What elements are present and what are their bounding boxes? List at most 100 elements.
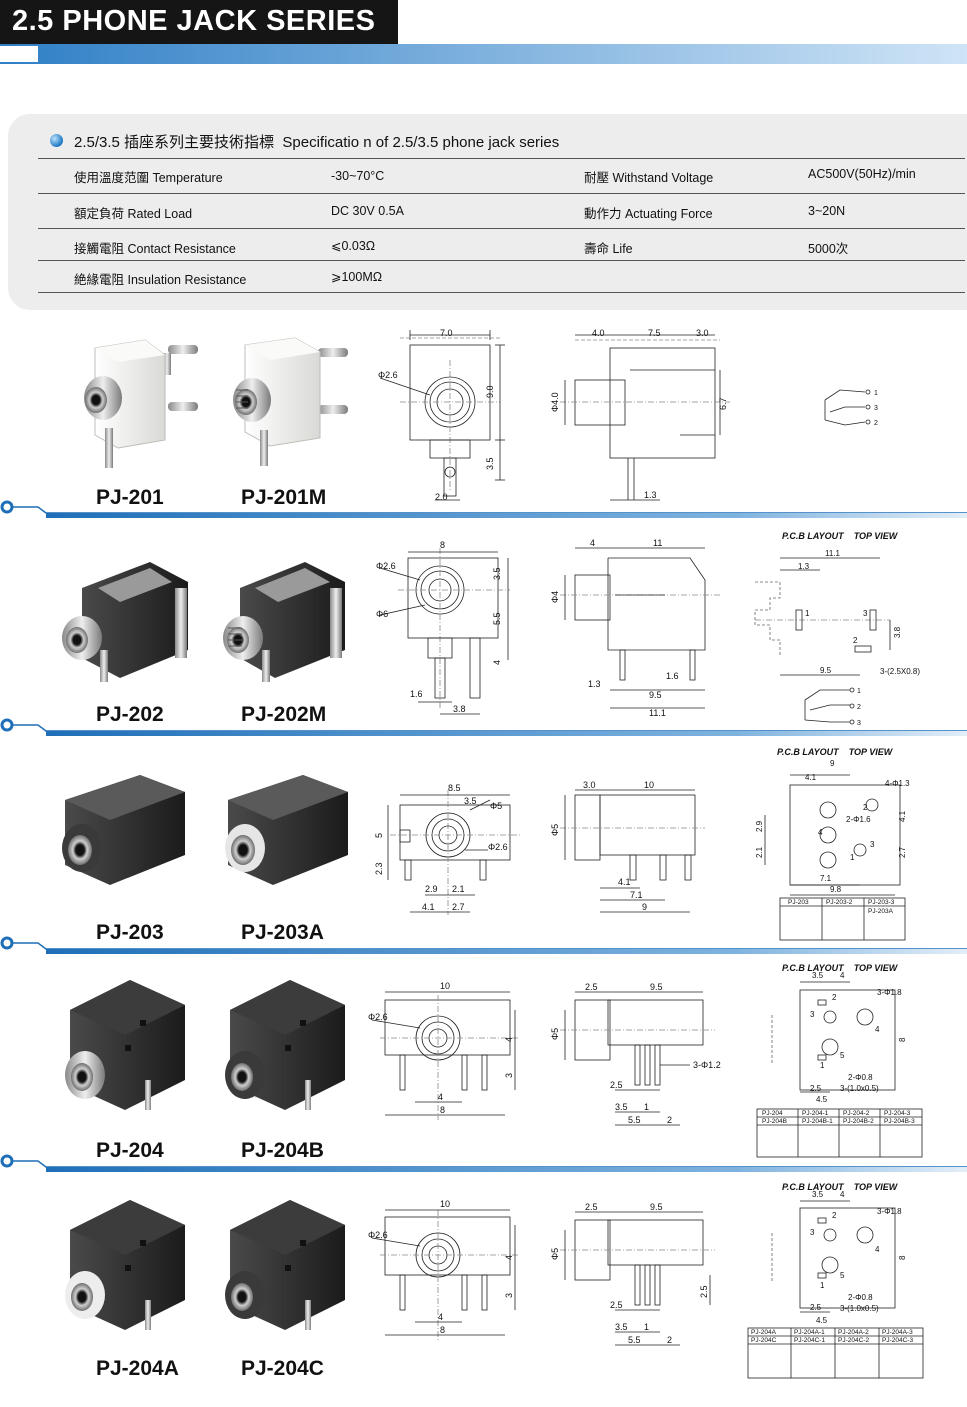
dim-label: 3-Φ1.2 <box>693 1060 721 1070</box>
dim-label: 9.5 <box>649 690 662 700</box>
dim-label: 3.8 <box>453 704 466 714</box>
pcb-caption: P.C.B LAYOUT TOP VIEW <box>782 1182 897 1192</box>
dim-label: 4 <box>438 1312 443 1322</box>
table-cell: PJ-204B-2 <box>843 1118 874 1125</box>
model-label: PJ-204B <box>241 1139 324 1162</box>
pin-label: 2 <box>832 1211 837 1220</box>
dim-label: 2.9 <box>755 820 764 832</box>
pin-label: 2 <box>857 704 861 711</box>
dim-label: 9.5 <box>650 1202 663 1212</box>
product-photo-pj204b <box>225 980 345 1110</box>
dim-label: 8 <box>898 1037 907 1042</box>
product-photo-pj202 <box>62 562 188 682</box>
top-view-label: TOP VIEW <box>853 531 898 541</box>
table-cell: PJ-203-2 <box>826 899 853 906</box>
dim-label: 4-Φ1.3 <box>885 779 910 788</box>
drawing-pj201-front-labels: 7.0 9.0 3.5 2.0 Φ2.6 <box>378 328 495 502</box>
pin-label: 2 <box>832 993 837 1002</box>
dim-label: 4 <box>504 1255 514 1260</box>
dim-label: 3-Φ1.8 <box>877 988 902 997</box>
drawing-pj204-front-labels: 10 Φ2.6 4 3 4 8 <box>368 981 514 1115</box>
dim-label: Φ2.6 <box>488 842 508 852</box>
wiring-table-pj203-labels: PJ-203 PJ-203-2 PJ-203-3 PJ-203A <box>788 899 895 915</box>
pcb-layout-label: P.C.B LAYOUT <box>782 963 844 973</box>
drawing-pj202-front-labels: 8 3.5 5.5 4 Φ2.6 Φ6 1.6 3.8 <box>376 540 502 714</box>
pin-label: 1 <box>857 688 861 695</box>
dim-label: Φ2.6 <box>368 1012 388 1022</box>
dim-label: 7.5 <box>648 328 661 338</box>
dim-label: 10 <box>644 780 654 790</box>
drawing-pj204a-side-labels: 2.5 9.5 Φ5 2.5 3.5 1 5.5 2 2.5 <box>550 1202 709 1345</box>
dim-label: 3.8 <box>893 626 902 638</box>
dim-label: 1.3 <box>588 679 601 689</box>
schematic-pj202 <box>804 687 855 725</box>
dim-label: Φ4 <box>550 591 560 603</box>
drawing-pj203-side <box>560 789 705 913</box>
dim-label: 3-(1.0x0.5) <box>840 1084 879 1093</box>
schematic-pj202-labels: 1 2 3 <box>857 688 861 727</box>
pin-label: 3 <box>810 1010 815 1019</box>
dim-label: 3.5 <box>812 971 824 980</box>
dim-label: 5.5 <box>492 612 502 625</box>
header-stripe <box>0 44 967 64</box>
pin-label: 2 <box>863 803 868 812</box>
dim-label: 3.5 <box>464 796 477 806</box>
pin-label: 1 <box>874 390 878 397</box>
dim-label: 3.0 <box>583 780 596 790</box>
product-photo-pj204 <box>65 980 185 1110</box>
spec-divider <box>38 158 965 159</box>
pcb-pj203 <box>764 774 901 896</box>
dim-label: 1.3 <box>644 490 657 500</box>
pcb-pj204a-labels: 3.5 4 3-Φ1.8 2 3 4 8 5 1 2-Φ0.8 3-(1.0x0… <box>810 1190 907 1325</box>
dim-label: 2.3 <box>374 862 384 875</box>
spec-panel <box>8 114 967 310</box>
dim-label: 2.5 <box>699 1285 709 1298</box>
dim-label: 5.5 <box>628 1335 641 1345</box>
dim-label: 2.5 <box>585 1202 598 1212</box>
dim-label: 4.1 <box>805 773 817 782</box>
dim-label: 8 <box>440 540 445 550</box>
dim-label: 9 <box>642 902 647 912</box>
table-cell: PJ-203-3 <box>868 899 895 906</box>
model-label: PJ-203 <box>96 921 164 944</box>
spec-value: 3~20N <box>808 204 846 218</box>
dim-label: 2.5 <box>810 1084 822 1093</box>
wiring-table-pj204 <box>756 1108 923 1158</box>
spec-divider <box>38 260 965 261</box>
header-bar: 2.5 PHONE JACK SERIES <box>0 0 398 44</box>
spec-heading-en: Specificatio n of 2.5/3.5 phone jack ser… <box>282 134 560 151</box>
spec-divider <box>38 193 965 194</box>
table-cell: PJ-204B-3 <box>884 1118 915 1125</box>
table-cell: PJ-204C-2 <box>838 1337 869 1344</box>
spec-label: 壽命 Life <box>584 242 633 256</box>
dim-label: 8 <box>898 1255 907 1260</box>
dim-label: 3.5 <box>812 1190 824 1199</box>
spec-divider <box>38 228 965 229</box>
product-photo-pj201m <box>233 337 348 466</box>
dim-label: 2 <box>667 1335 672 1345</box>
table-cell: PJ-204A-2 <box>838 1329 869 1336</box>
pcb-pj203-labels: 9 4.1 4-Φ1.3 2 2-Φ1.6 4 3 1 2.9 2.1 2.7 … <box>755 759 910 894</box>
dim-label: 9.8 <box>830 885 842 894</box>
dim-label: 3.5 <box>485 457 495 470</box>
dim-label: 4 <box>438 1092 443 1102</box>
dim-label: 4 <box>590 538 595 548</box>
product-photo-pj203a <box>225 775 348 885</box>
technical-drawings: 7.0 9.0 3.5 2.0 Φ2.6 4.0 7.5 3.0 Φ4.0 6.… <box>368 328 924 1379</box>
dim-label: Φ4.0 <box>550 392 560 412</box>
pcb-pj204-labels: 3.5 4 3-Φ1.8 2 3 4 8 5 1 2-Φ0.8 3-(1.0x0… <box>810 971 907 1104</box>
pin-label: 3 <box>857 720 861 727</box>
table-cell: PJ-204C <box>751 1337 777 1344</box>
model-label: PJ-204 <box>96 1139 164 1162</box>
dim-label: 3-(2.5X0.8) <box>880 667 920 676</box>
dim-label: 1.6 <box>666 671 679 681</box>
dim-label: 9 <box>830 759 835 768</box>
model-label: PJ-203A <box>241 921 324 944</box>
table-cell: PJ-203 <box>788 899 809 906</box>
dim-label: 4 <box>840 971 845 980</box>
dim-label: 9.0 <box>485 385 495 398</box>
wiring-table-pj204-labels: PJ-204 PJ-204-1 PJ-204-2 PJ-204-3 PJ-204… <box>762 1110 915 1125</box>
pin-label: 2 <box>853 636 858 645</box>
spec-label: 動作力 Actuating Force <box>584 207 713 221</box>
dim-label: 8.5 <box>448 783 461 793</box>
